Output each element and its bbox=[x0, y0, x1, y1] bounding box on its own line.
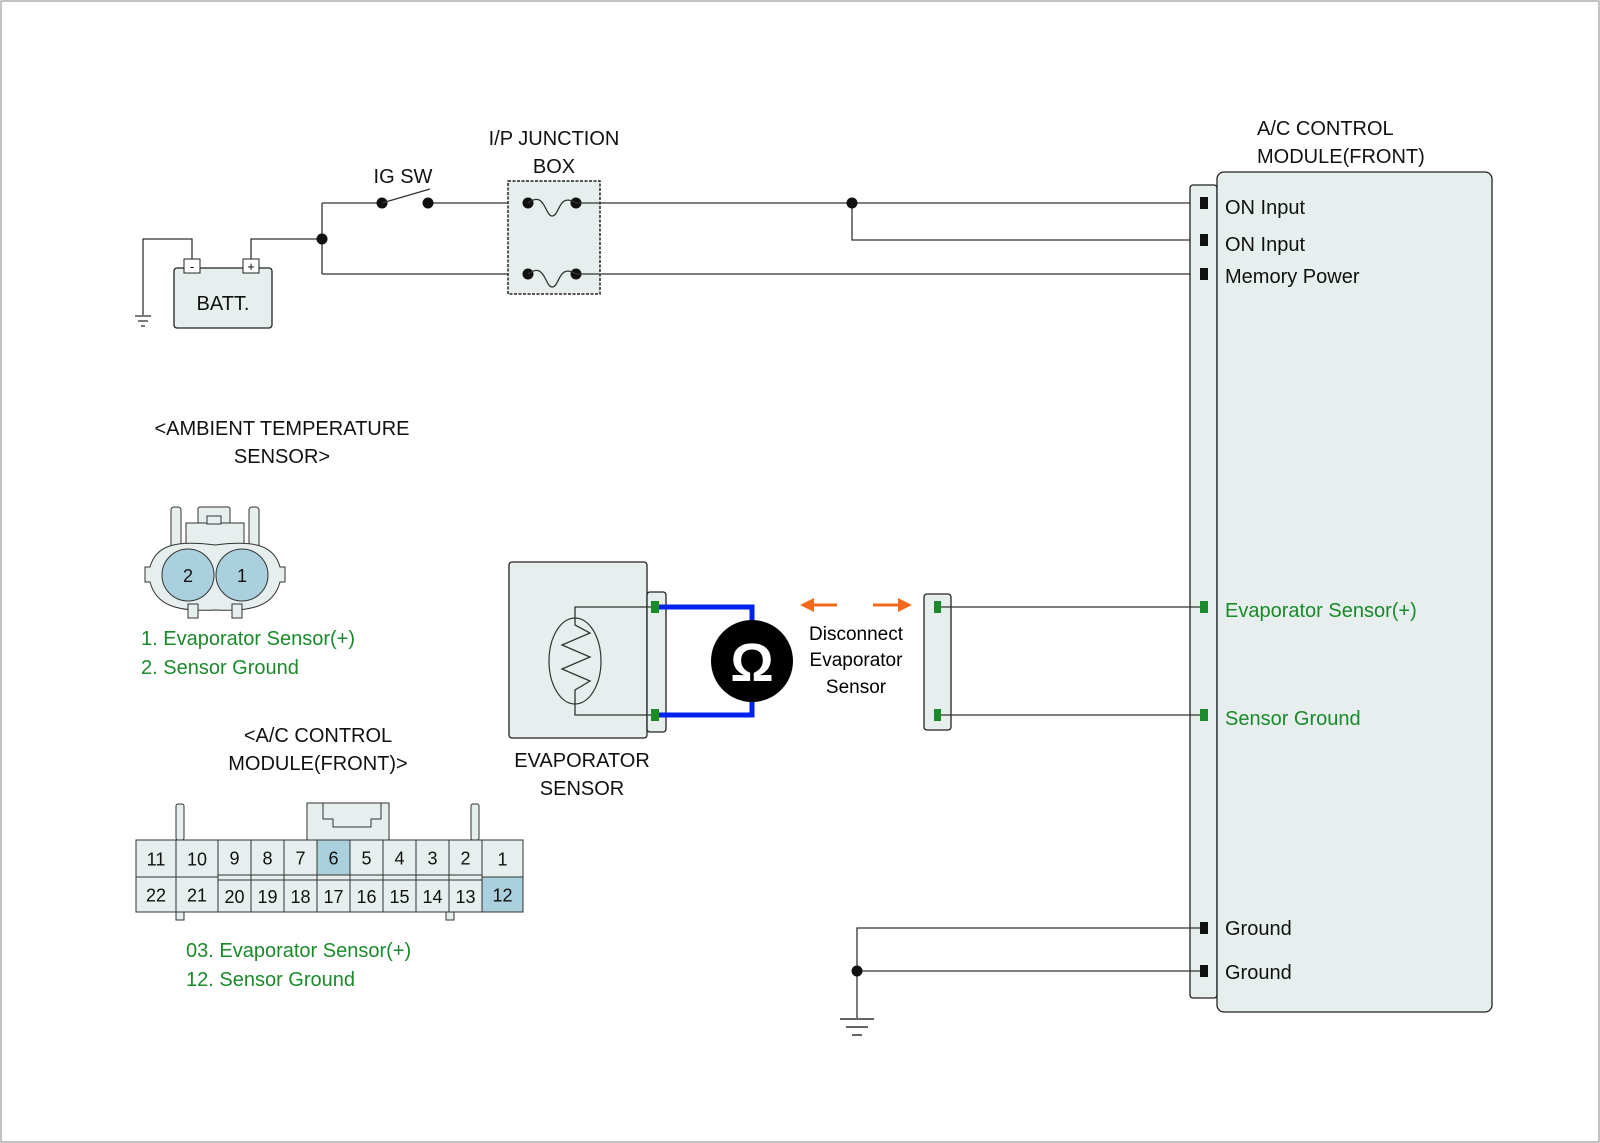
connector-legend-1: 03. Evaporator Sensor(+) bbox=[186, 940, 411, 962]
pin-evaporator-sensor: Evaporator Sensor(+) bbox=[1225, 600, 1417, 622]
module-connector-strip bbox=[1189, 184, 1218, 999]
evaporator-sensor-label-2: SENSOR bbox=[540, 778, 624, 800]
connector-divider bbox=[382, 874, 417, 881]
connector-pin-number: 20 bbox=[224, 887, 244, 907]
pin-memory-power: Memory Power bbox=[1225, 266, 1360, 288]
disconnect-note-3: Sensor bbox=[826, 677, 887, 698]
ambient-pin-2: 2 bbox=[183, 566, 193, 586]
connector-pin-cell bbox=[135, 839, 177, 878]
connector-pin-number: 3 bbox=[427, 849, 437, 869]
ambient-pin-1: 1 bbox=[237, 566, 247, 586]
connector-pin-cell bbox=[135, 876, 177, 913]
ambient-legend-2: 2. Sensor Ground bbox=[141, 657, 299, 679]
harness-connector bbox=[923, 593, 952, 731]
battery-neg-label: - bbox=[190, 259, 194, 274]
module-pins bbox=[1200, 197, 1208, 977]
connector-legend-2: 12. Sensor Ground bbox=[186, 969, 355, 991]
connector-pin-number: 2 bbox=[460, 849, 470, 869]
connector-pin-number: 19 bbox=[257, 887, 277, 907]
connector-pin-number: 7 bbox=[295, 849, 305, 869]
battery-pos-label: + bbox=[247, 259, 255, 274]
ignition-switch-icon bbox=[376, 188, 434, 209]
connector-divider bbox=[448, 874, 483, 881]
connector-pin-number: 18 bbox=[290, 887, 310, 907]
ohmmeter-icon bbox=[711, 620, 793, 702]
ohm-symbol: Ω bbox=[730, 633, 773, 693]
connector-pin-number: 4 bbox=[394, 849, 404, 869]
connector-pin-cell bbox=[283, 839, 318, 876]
battery-label: BATT. bbox=[197, 293, 250, 315]
connector-pin-number: 21 bbox=[187, 886, 207, 906]
connector-pin-number: 17 bbox=[323, 887, 343, 907]
connector-pin-number: 22 bbox=[146, 886, 166, 906]
connector-pin-cell bbox=[175, 839, 219, 878]
meter-leads bbox=[659, 604, 755, 718]
connector-pin-cell bbox=[175, 876, 219, 913]
connector-pin-number: 8 bbox=[262, 849, 272, 869]
connector-divider bbox=[217, 874, 252, 881]
pin-on-input-2: ON Input bbox=[1225, 234, 1305, 256]
junction-box-title-1: I/P JUNCTION bbox=[489, 128, 620, 150]
connector-divider bbox=[415, 874, 450, 881]
disconnect-note-2: Evaporator bbox=[810, 650, 904, 671]
pin-sensor-ground: Sensor Ground bbox=[1225, 708, 1361, 730]
evaporator-sensor-label-1: EVAPORATOR bbox=[514, 750, 650, 772]
connector-pin-number: 10 bbox=[187, 850, 207, 870]
connector-pin-number: 12 bbox=[492, 886, 512, 906]
connector-pin-number: 5 bbox=[361, 849, 371, 869]
disconnect-note-1: Disconnect bbox=[809, 624, 904, 645]
connector-pin-number: 13 bbox=[455, 887, 475, 907]
ambient-sensor-title-2: SENSOR> bbox=[234, 446, 330, 468]
ig-switch-label: IG SW bbox=[374, 166, 433, 188]
connector-pin-number: 14 bbox=[422, 887, 442, 907]
connector-pin-cell bbox=[316, 839, 351, 876]
connector-pin-cell bbox=[448, 839, 483, 876]
ambient-sensor-connector bbox=[144, 506, 286, 619]
connector-pin-cell bbox=[481, 876, 524, 913]
splice-dot bbox=[316, 233, 328, 245]
ambient-sensor-title-1: <AMBIENT TEMPERATURE bbox=[154, 418, 409, 440]
junction-box bbox=[507, 180, 601, 295]
pin-ground-2: Ground bbox=[1225, 962, 1292, 984]
connector-divider bbox=[250, 874, 285, 881]
ac-control-module bbox=[1216, 171, 1493, 1013]
connector-pin-number: 11 bbox=[147, 850, 166, 870]
module-title-2: MODULE(FRONT) bbox=[1257, 146, 1425, 168]
ground-icon bbox=[135, 315, 151, 327]
disconnect-arrows-icon bbox=[800, 598, 912, 612]
pin-ground-1: Ground bbox=[1225, 918, 1292, 940]
junction-box-title-2: BOX bbox=[533, 156, 575, 178]
connector-pin-number: 9 bbox=[229, 849, 239, 869]
splice-dot bbox=[851, 965, 863, 977]
connector-pin-number: 15 bbox=[389, 887, 409, 907]
connector-pin-cell bbox=[250, 839, 285, 876]
fuse-icon bbox=[522, 197, 582, 217]
connector-divider bbox=[283, 874, 318, 881]
connector-divider bbox=[316, 874, 351, 881]
splice-dot bbox=[846, 197, 858, 209]
battery: - + BATT. bbox=[173, 258, 273, 329]
connector-divider bbox=[349, 874, 384, 881]
connector-pin-cell bbox=[481, 839, 524, 878]
connector-title-2: MODULE(FRONT)> bbox=[228, 753, 407, 775]
ambient-legend-1: 1. Evaporator Sensor(+) bbox=[141, 628, 355, 650]
connector-pin-number: 6 bbox=[328, 849, 338, 869]
module-title-1: A/C CONTROL bbox=[1257, 118, 1394, 140]
ground-icon bbox=[840, 1018, 874, 1036]
connector-title-1: <A/C CONTROL bbox=[244, 725, 392, 747]
pin-on-input-1: ON Input bbox=[1225, 197, 1305, 219]
connector-pin-number: 16 bbox=[356, 887, 376, 907]
ac-module-connector: 11 22 10 21 9 20 8 19 7 18 6 17 5 16 4 15 3 14 2 13 1 12 bbox=[135, 802, 524, 921]
connector-pin-number: 1 bbox=[497, 850, 507, 870]
